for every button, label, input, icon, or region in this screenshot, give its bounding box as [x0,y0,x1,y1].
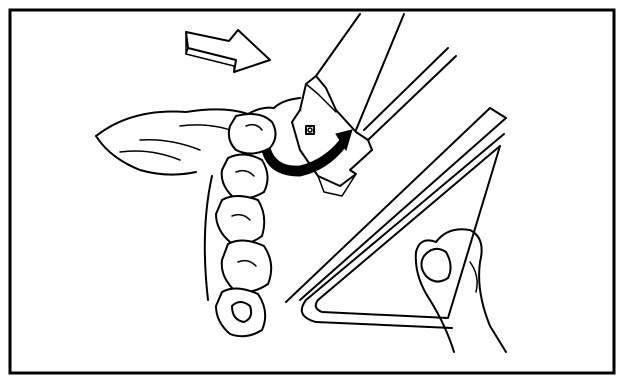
figure-frame [10,10,614,373]
